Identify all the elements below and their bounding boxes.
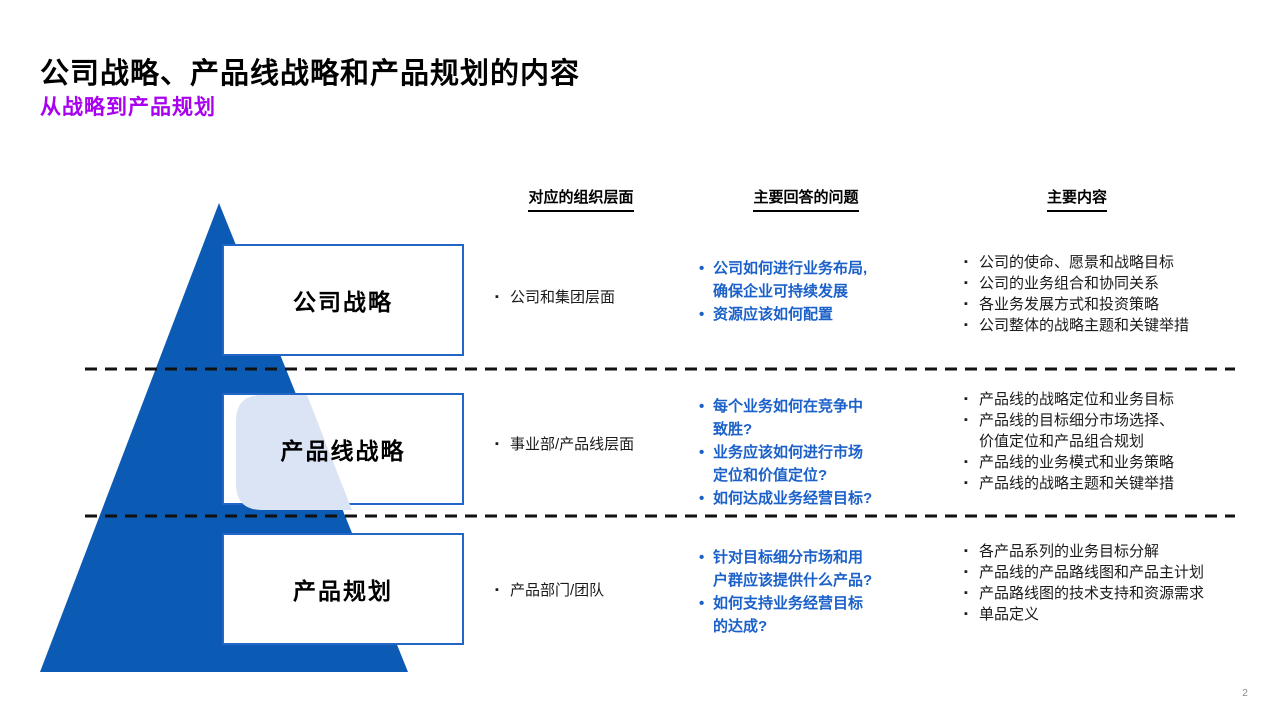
- question-text: 公司如何进行业务布局, 确保企业可持续发展: [713, 260, 868, 300]
- content-cell-row1: ▪ 公司的使命、愿景和战略目标 ▪ 公司的业务组合和协同关系 ▪ 各业务发展方式…: [964, 252, 1254, 336]
- bullet-square-icon: ▪: [964, 456, 968, 468]
- bullet-dot-icon: •: [699, 549, 705, 566]
- question-text: 每个业务如何在竞争中 致胜?: [713, 398, 864, 438]
- bullet-square-icon: ▪: [964, 277, 968, 289]
- questions-cell-row1: • 公司如何进行业务布局, 确保企业可持续发展 • 资源应该如何配置: [699, 257, 944, 326]
- content-text: 各产品系列的业务目标分解: [979, 543, 1160, 560]
- question-text: 针对目标细分市场和用 户群应该提供什么产品?: [713, 549, 873, 589]
- content-text: 产品线的产品路线图和产品主计划: [979, 564, 1205, 581]
- question-text: 业务应该如何进行市场 定位和价值定位?: [713, 444, 864, 484]
- bullet-square-icon: ▪: [964, 587, 968, 599]
- content-text: 产品线的战略定位和业务目标: [979, 391, 1175, 408]
- column-header-questions: 主要回答的问题: [730, 186, 882, 212]
- list-item: ▪ 产品线的产品路线图和产品主计划: [964, 562, 1254, 583]
- page-number: 2: [1242, 688, 1248, 699]
- level-box-label: 公司战略: [293, 289, 393, 315]
- org-level-cell-row3: ▪ 产品部门/团队: [495, 580, 690, 601]
- bullet-dot-icon: •: [699, 444, 705, 461]
- list-item: ▪ 产品线的战略主题和关键举措: [964, 473, 1254, 494]
- level-box-product-line-strategy: 产品线战略: [222, 393, 464, 510]
- column-header-questions-label: 主要回答的问题: [753, 186, 859, 212]
- list-item: ▪ 产品路线图的技术支持和资源需求: [964, 583, 1254, 604]
- content-text: 公司的业务组合和协同关系: [979, 275, 1160, 292]
- org-level-text: 公司和集团层面: [510, 289, 616, 306]
- list-item: ▪ 单品定义: [964, 604, 1254, 625]
- level-box-label: 产品线战略: [280, 438, 406, 464]
- org-level-text: 事业部/产品线层面: [510, 436, 635, 453]
- questions-cell-row2: • 每个业务如何在竞争中 致胜? • 业务应该如何进行市场 定位和价值定位? •…: [699, 395, 944, 510]
- list-item: ▪ 产品线的业务模式和业务策略: [964, 452, 1254, 473]
- bullet-square-icon: ▪: [964, 608, 968, 620]
- org-level-text: 产品部门/团队: [510, 582, 605, 599]
- content-text: 产品线的目标细分市场选择、 价值定位和产品组合规划: [979, 412, 1175, 450]
- list-item: • 每个业务如何在竞争中 致胜?: [699, 395, 944, 441]
- content-text: 产品线的业务模式和业务策略: [979, 454, 1175, 471]
- bullet-dot-icon: •: [699, 398, 705, 415]
- content-text: 公司整体的战略主题和关键举措: [979, 317, 1190, 334]
- questions-cell-row3: • 针对目标细分市场和用 户群应该提供什么产品? • 如何支持业务经营目标 的达…: [699, 546, 944, 638]
- bullet-square-icon: ▪: [964, 319, 968, 331]
- list-item: • 如何达成业务经营目标?: [699, 487, 944, 510]
- content-text: 产品线的战略主题和关键举措: [979, 475, 1175, 492]
- bullet-square-icon: ▪: [964, 393, 968, 405]
- list-item: ▪ 各业务发展方式和投资策略: [964, 294, 1254, 315]
- dashed-divider-1: [85, 367, 1235, 371]
- column-header-content-label: 主要内容: [1046, 186, 1107, 212]
- list-item: ▪ 产品部门/团队: [495, 580, 690, 601]
- list-item: ▪ 公司整体的战略主题和关键举措: [964, 315, 1254, 336]
- content-text: 产品路线图的技术支持和资源需求: [979, 585, 1205, 602]
- bullet-square-icon: ▪: [964, 545, 968, 557]
- list-item: ▪ 公司和集团层面: [495, 287, 690, 308]
- content-cell-row2: ▪ 产品线的战略定位和业务目标 ▪ 产品线的目标细分市场选择、 价值定位和产品组…: [964, 389, 1254, 494]
- bullet-square-icon: ▪: [964, 298, 968, 310]
- list-item: • 如何支持业务经营目标 的达成?: [699, 592, 944, 638]
- level-box-product-planning: 产品规划: [222, 533, 464, 645]
- bullet-square-icon: ▪: [495, 291, 499, 303]
- list-item: ▪ 公司的使命、愿景和战略目标: [964, 252, 1254, 273]
- bullet-square-icon: ▪: [495, 584, 499, 596]
- org-level-cell-row1: ▪ 公司和集团层面: [495, 287, 690, 308]
- list-item: ▪ 事业部/产品线层面: [495, 434, 690, 455]
- list-item: ▪ 各产品系列的业务目标分解: [964, 541, 1254, 562]
- content-text: 单品定义: [979, 606, 1040, 623]
- question-text: 资源应该如何配置: [713, 306, 834, 323]
- pyramid-highlight-band: [236, 395, 352, 510]
- bullet-square-icon: ▪: [495, 438, 499, 450]
- list-item: ▪ 产品线的战略定位和业务目标: [964, 389, 1254, 410]
- list-item: • 针对目标细分市场和用 户群应该提供什么产品?: [699, 546, 944, 592]
- bullet-square-icon: ▪: [964, 566, 968, 578]
- question-text: 如何支持业务经营目标 的达成?: [713, 595, 864, 635]
- bullet-dot-icon: •: [699, 306, 705, 323]
- bullet-square-icon: ▪: [964, 477, 968, 489]
- content-text: 各业务发展方式和投资策略: [979, 296, 1160, 313]
- level-box-company-strategy: 公司战略: [222, 244, 464, 356]
- org-level-cell-row2: ▪ 事业部/产品线层面: [495, 434, 690, 455]
- bullet-dot-icon: •: [699, 260, 705, 277]
- list-item: ▪ 产品线的目标细分市场选择、 价值定位和产品组合规划: [964, 410, 1254, 452]
- list-item: • 资源应该如何配置: [699, 303, 944, 326]
- content-cell-row3: ▪ 各产品系列的业务目标分解 ▪ 产品线的产品路线图和产品主计划 ▪ 产品路线图…: [964, 541, 1254, 625]
- question-text: 如何达成业务经营目标?: [713, 490, 873, 507]
- level-box-label: 产品规划: [293, 578, 393, 604]
- column-header-organization-label: 对应的组织层面: [528, 186, 634, 212]
- bullet-square-icon: ▪: [964, 414, 968, 426]
- content-text: 公司的使命、愿景和战略目标: [979, 254, 1175, 271]
- list-item: ▪ 公司的业务组合和协同关系: [964, 273, 1254, 294]
- bullet-dot-icon: •: [699, 595, 705, 612]
- column-header-organization: 对应的组织层面: [505, 186, 657, 212]
- list-item: • 公司如何进行业务布局, 确保企业可持续发展: [699, 257, 944, 303]
- bullet-dot-icon: •: [699, 490, 705, 507]
- bullet-square-icon: ▪: [964, 256, 968, 268]
- column-header-content: 主要内容: [1001, 186, 1153, 212]
- list-item: • 业务应该如何进行市场 定位和价值定位?: [699, 441, 944, 487]
- page-title: 公司战略、产品线战略和产品规划的内容: [40, 58, 581, 90]
- page-subtitle: 从战略到产品规划: [40, 96, 216, 119]
